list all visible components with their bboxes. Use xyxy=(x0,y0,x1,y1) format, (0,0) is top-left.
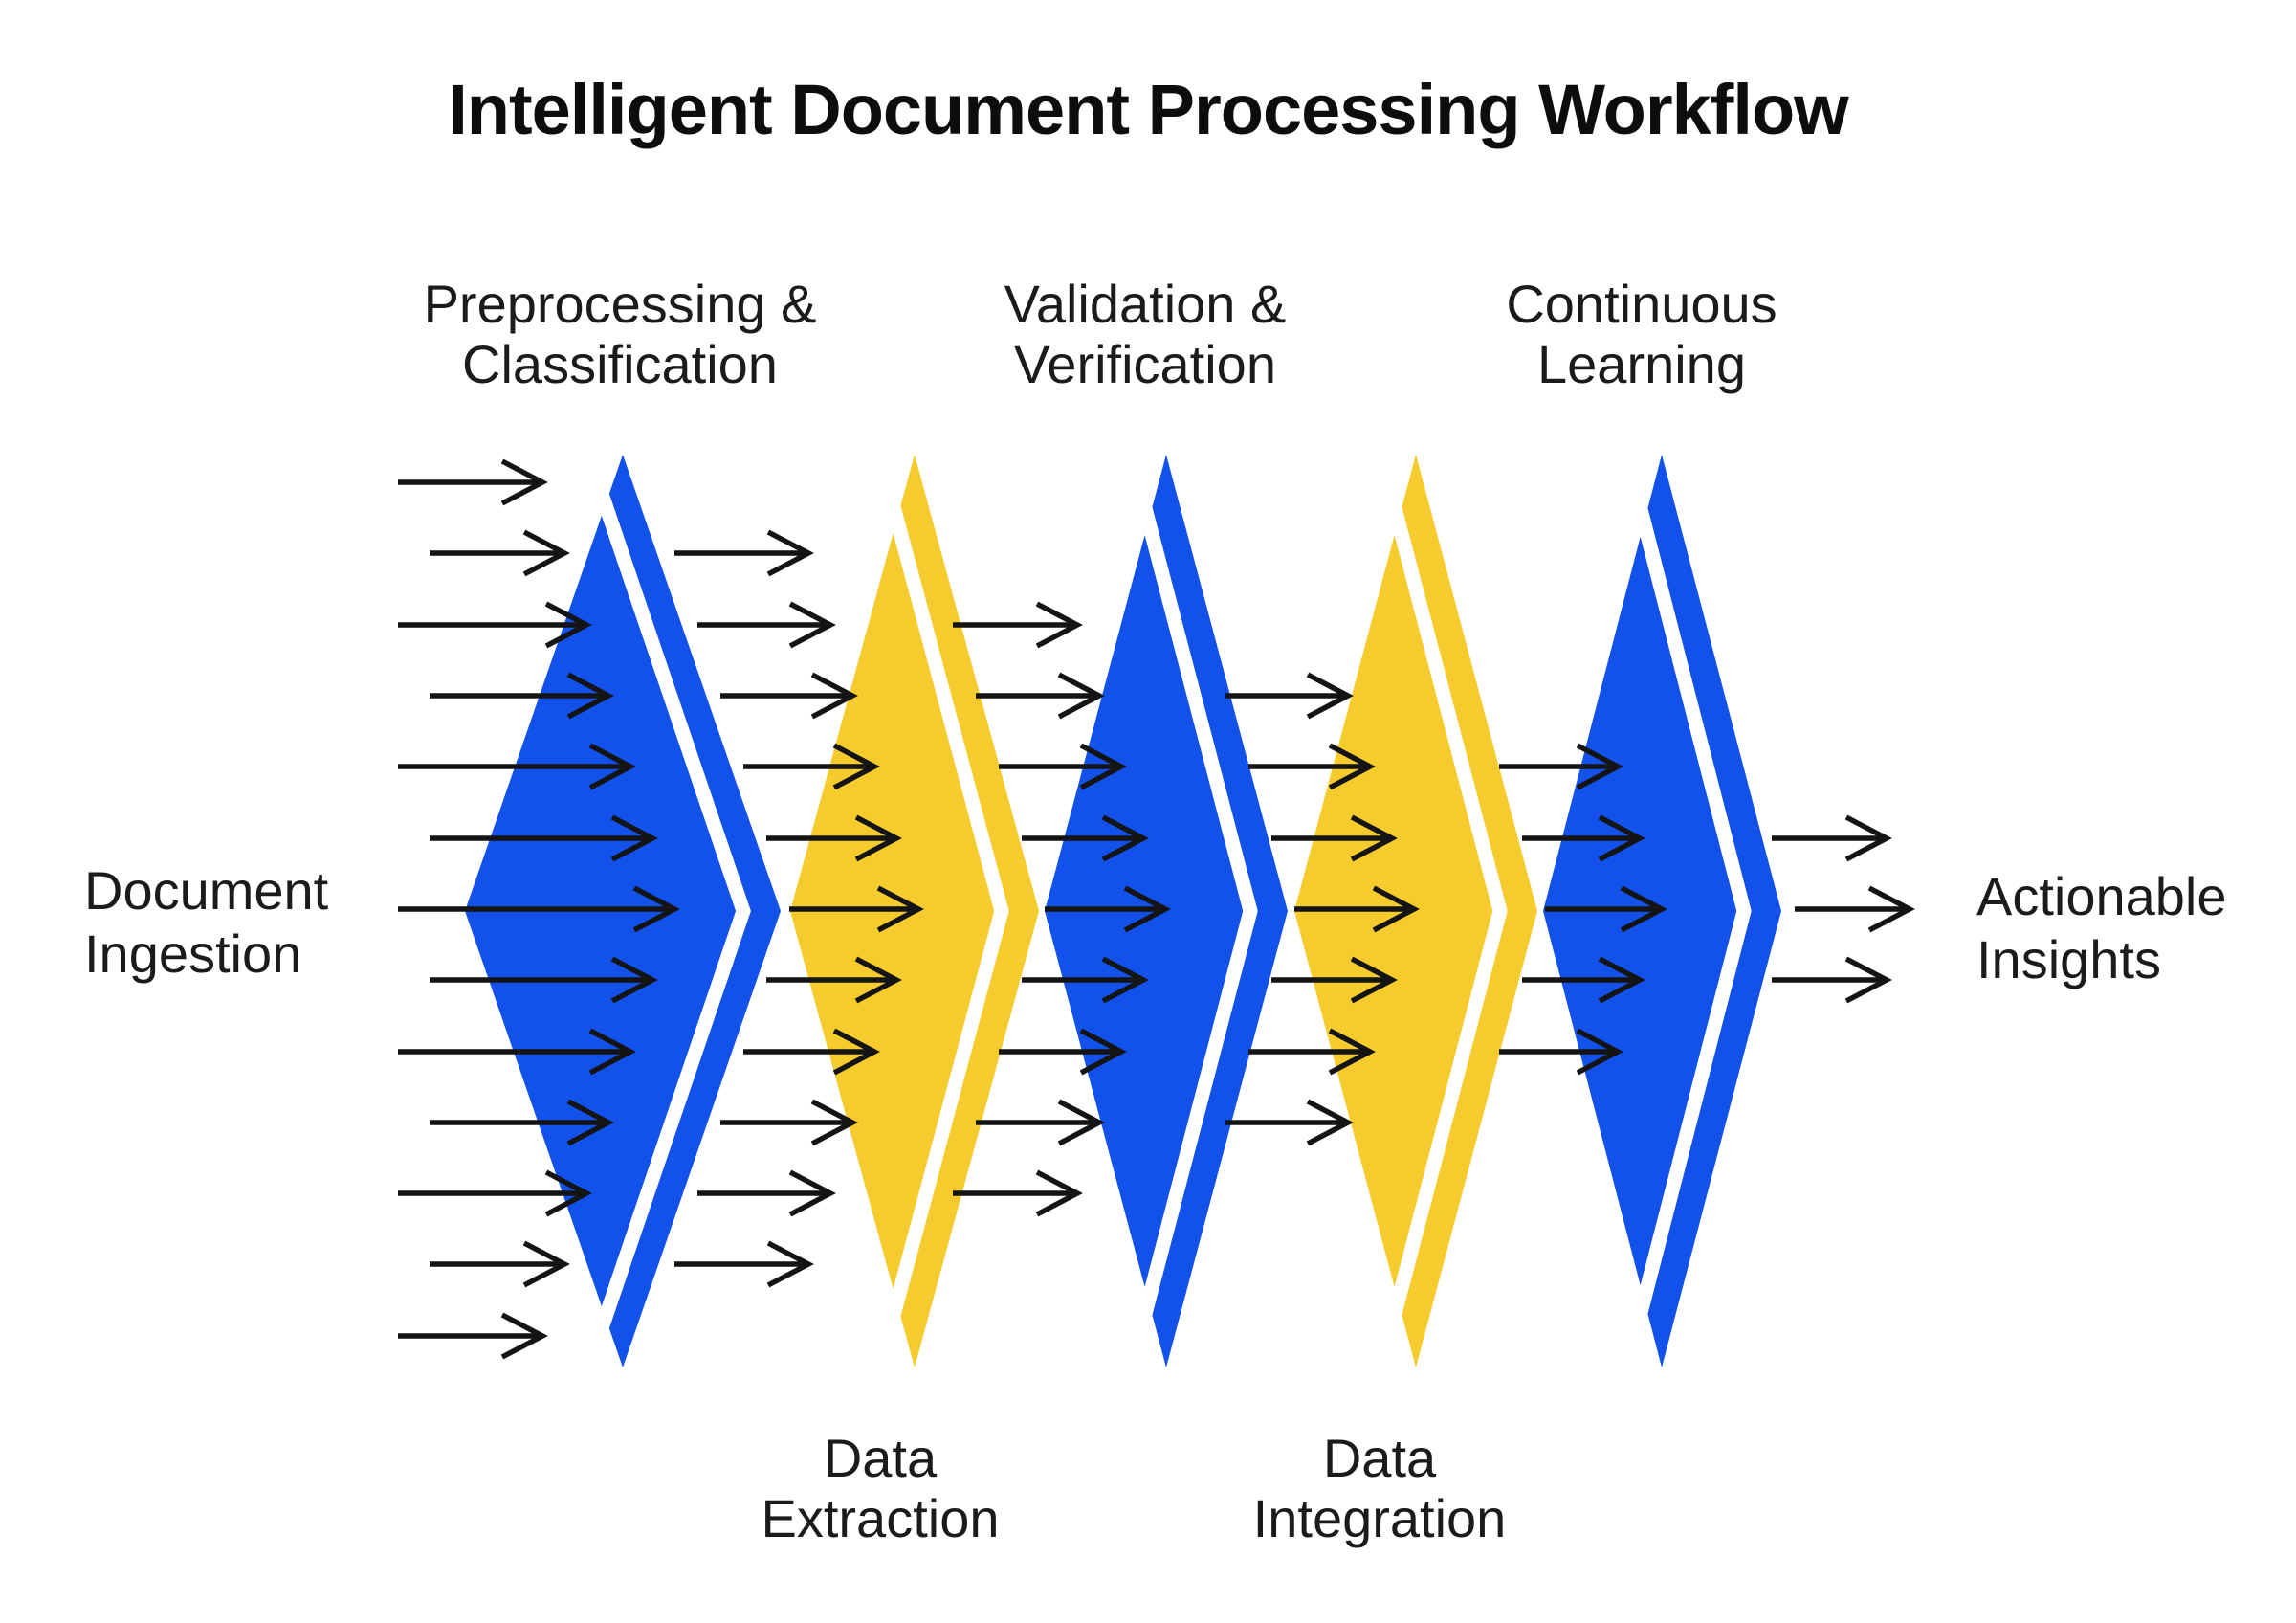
arrowhead-icon xyxy=(1350,814,1398,862)
arrowhead-icon xyxy=(1598,814,1645,862)
arrowhead-icon xyxy=(1306,1099,1354,1146)
diamond-slash-continuous-learning xyxy=(1617,444,1752,1378)
diagram-title: Intelligent Document Processing Workflow xyxy=(448,70,1849,149)
arrowhead-icon xyxy=(876,885,924,933)
arrowhead-icon xyxy=(1306,672,1354,720)
arrowhead-icon xyxy=(544,601,592,649)
label-line: Preprocessing & xyxy=(423,274,817,334)
arrowhead-icon xyxy=(854,814,902,862)
arrowhead-icon xyxy=(566,1099,614,1146)
diamond-slash-preprocessing-classification xyxy=(578,443,751,1379)
label-line: Classification xyxy=(462,334,778,394)
arrowhead-icon xyxy=(610,956,658,1004)
arrowhead-icon xyxy=(1576,1028,1623,1076)
arrowhead-icon xyxy=(588,743,636,790)
arrowhead-icon xyxy=(1079,1028,1127,1076)
label-line: Extraction xyxy=(761,1488,1000,1548)
arrowhead-icon xyxy=(832,743,880,790)
label-actionable-insights: Actionable Insights xyxy=(1976,865,2227,991)
arrowhead-icon xyxy=(766,529,814,577)
diamond-slash-validation-verification xyxy=(1121,444,1258,1378)
label-preprocessing-classification: Preprocessing &Classification xyxy=(424,274,817,394)
arrowhead-icon xyxy=(1328,1028,1376,1076)
label-document-ingestion: Document Ingestion xyxy=(84,859,328,986)
diamond-slash-data-extraction xyxy=(870,444,1009,1378)
label-line: Document xyxy=(84,860,329,921)
arrowhead-icon xyxy=(810,1099,858,1146)
arrowhead-icon xyxy=(1620,885,1667,933)
arrowhead-icon xyxy=(1576,743,1623,790)
label-line: Verification xyxy=(1014,334,1276,394)
label-line: Learning xyxy=(1537,334,1746,394)
arrowhead-icon xyxy=(610,814,658,862)
arrowhead-icon xyxy=(1844,814,1892,862)
label-line: Ingestion xyxy=(84,923,302,984)
arrowhead-icon xyxy=(1598,956,1645,1004)
arrowhead-icon xyxy=(1057,1099,1105,1146)
label-line: Insights xyxy=(1976,929,2161,989)
arrowhead-icon xyxy=(522,529,570,577)
arrowhead-icon xyxy=(1035,1169,1083,1217)
arrowhead-icon xyxy=(500,458,548,506)
arrowhead-icon xyxy=(1035,601,1083,649)
arrowhead-icon xyxy=(854,956,902,1004)
arrowhead-icon xyxy=(788,1169,836,1217)
arrowhead-icon xyxy=(1123,885,1171,933)
label-validation-verification: Validation &Verification xyxy=(1004,274,1287,394)
arrowhead-icon xyxy=(788,601,836,649)
arrowhead-icon xyxy=(1057,672,1105,720)
arrowhead-icon xyxy=(632,885,680,933)
arrowhead-icon xyxy=(1328,743,1376,790)
arrowhead-icon xyxy=(1101,956,1149,1004)
label-line: Data xyxy=(1322,1428,1437,1488)
label-line: Data xyxy=(823,1428,938,1488)
arrowhead-icon xyxy=(1844,956,1892,1004)
arrowhead-icon xyxy=(1079,743,1127,790)
arrowhead-icon xyxy=(1867,885,1915,933)
arrowhead-icon xyxy=(1350,956,1398,1004)
arrowhead-icon xyxy=(522,1240,570,1288)
arrowhead-icon xyxy=(766,1240,814,1288)
label-line: Validation & xyxy=(1004,274,1287,334)
arrowhead-icon xyxy=(1372,885,1420,933)
arrowhead-icon xyxy=(832,1028,880,1076)
arrowhead-icon xyxy=(810,672,858,720)
label-line: Continuous xyxy=(1506,274,1777,334)
label-line: Actionable xyxy=(1976,866,2227,926)
label-line: Integration xyxy=(1252,1488,1507,1548)
arrowhead-icon xyxy=(566,672,614,720)
arrowhead-icon xyxy=(1101,814,1149,862)
arrowhead-icon xyxy=(588,1028,636,1076)
diamond-slash-data-integration xyxy=(1371,444,1508,1378)
arrowhead-icon xyxy=(500,1312,548,1360)
arrowhead-icon xyxy=(544,1169,592,1217)
